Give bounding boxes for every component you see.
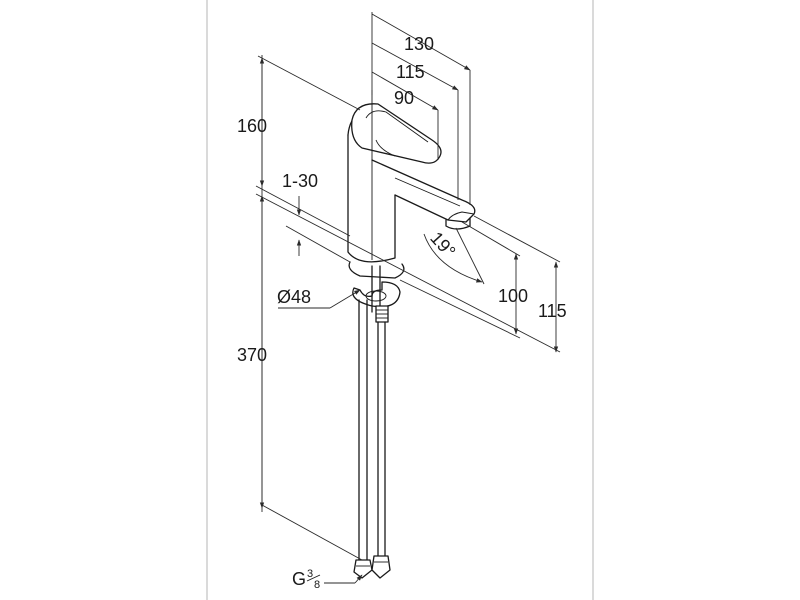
hose-fitting-right bbox=[371, 555, 391, 579]
dim-label-130: 130 bbox=[404, 34, 434, 54]
thread-numerator: 3 bbox=[307, 568, 313, 580]
dim-label-diameter: Ø48 bbox=[277, 287, 311, 307]
lever-handle bbox=[351, 103, 442, 164]
dimension-lines bbox=[255, 12, 561, 561]
hose-fitting-left bbox=[353, 559, 373, 579]
dim-label-angle: 19° bbox=[426, 228, 459, 262]
dim-label-thread: G 3 8 bbox=[292, 568, 363, 591]
dim-label-100: 100 bbox=[498, 286, 528, 306]
thread-letter: G bbox=[292, 569, 306, 589]
dim-label-90: 90 bbox=[394, 88, 414, 108]
spout bbox=[371, 159, 476, 223]
dim-label-115-reach: 115 bbox=[396, 62, 425, 82]
dimension-labels: 130 115 90 160 1-30 19° Ø48 100 115 370 … bbox=[237, 34, 567, 591]
thread-denominator: 8 bbox=[314, 579, 320, 591]
horseshoe-washer bbox=[352, 281, 401, 308]
dim-label-370: 370 bbox=[237, 345, 267, 365]
faucet-body bbox=[347, 90, 476, 263]
dim-label-160: 160 bbox=[237, 116, 267, 136]
mounting-assembly bbox=[348, 261, 405, 579]
dim-label-thickness: 1-30 bbox=[282, 171, 318, 191]
dim-label-115-height: 115 bbox=[538, 301, 567, 321]
